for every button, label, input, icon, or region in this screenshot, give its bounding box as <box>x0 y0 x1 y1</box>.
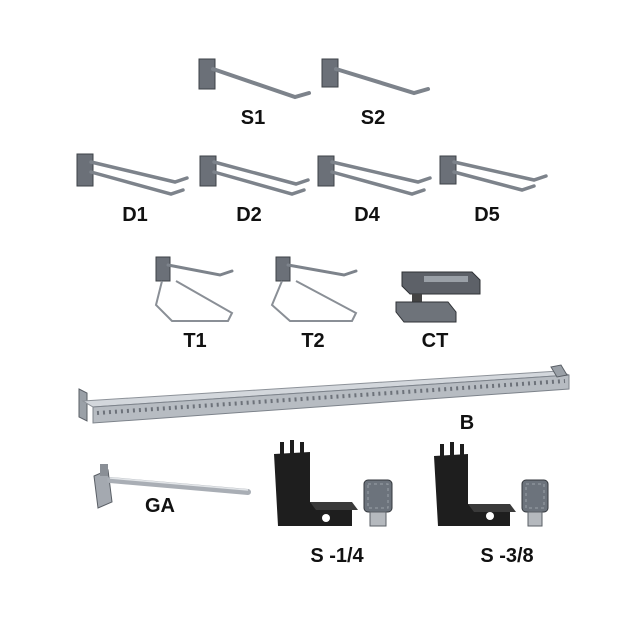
hook-t1-image <box>154 256 234 322</box>
hook-s2-image <box>321 58 430 96</box>
label-d1: D1 <box>122 204 148 226</box>
bracket-s14-image <box>274 440 393 527</box>
bracket-ga-image <box>93 464 251 509</box>
label-t1: T1 <box>183 330 207 352</box>
label-s14: S -1/4 <box>310 545 364 567</box>
label-s2: S2 <box>360 107 386 129</box>
label-t2: T2 <box>301 330 325 352</box>
clamp-ct-image <box>395 271 481 323</box>
hook-t2-image <box>270 256 358 322</box>
label-d5: D5 <box>474 204 500 226</box>
hook-d4-image <box>317 155 432 196</box>
bracket-s38-image <box>434 442 549 527</box>
bar-b-image <box>78 364 570 424</box>
hook-d1-image <box>76 153 189 196</box>
hook-d5-image <box>439 155 548 192</box>
label-d2: D2 <box>236 204 262 226</box>
hook-d2-image <box>199 155 310 196</box>
label-ct: CT <box>421 330 449 352</box>
label-s1: S1 <box>240 107 266 129</box>
hook-s1-image <box>198 58 311 100</box>
label-ga: GA <box>145 495 175 517</box>
label-b: B <box>459 412 475 434</box>
label-d4: D4 <box>354 204 380 226</box>
label-s38: S -3/8 <box>480 545 534 567</box>
